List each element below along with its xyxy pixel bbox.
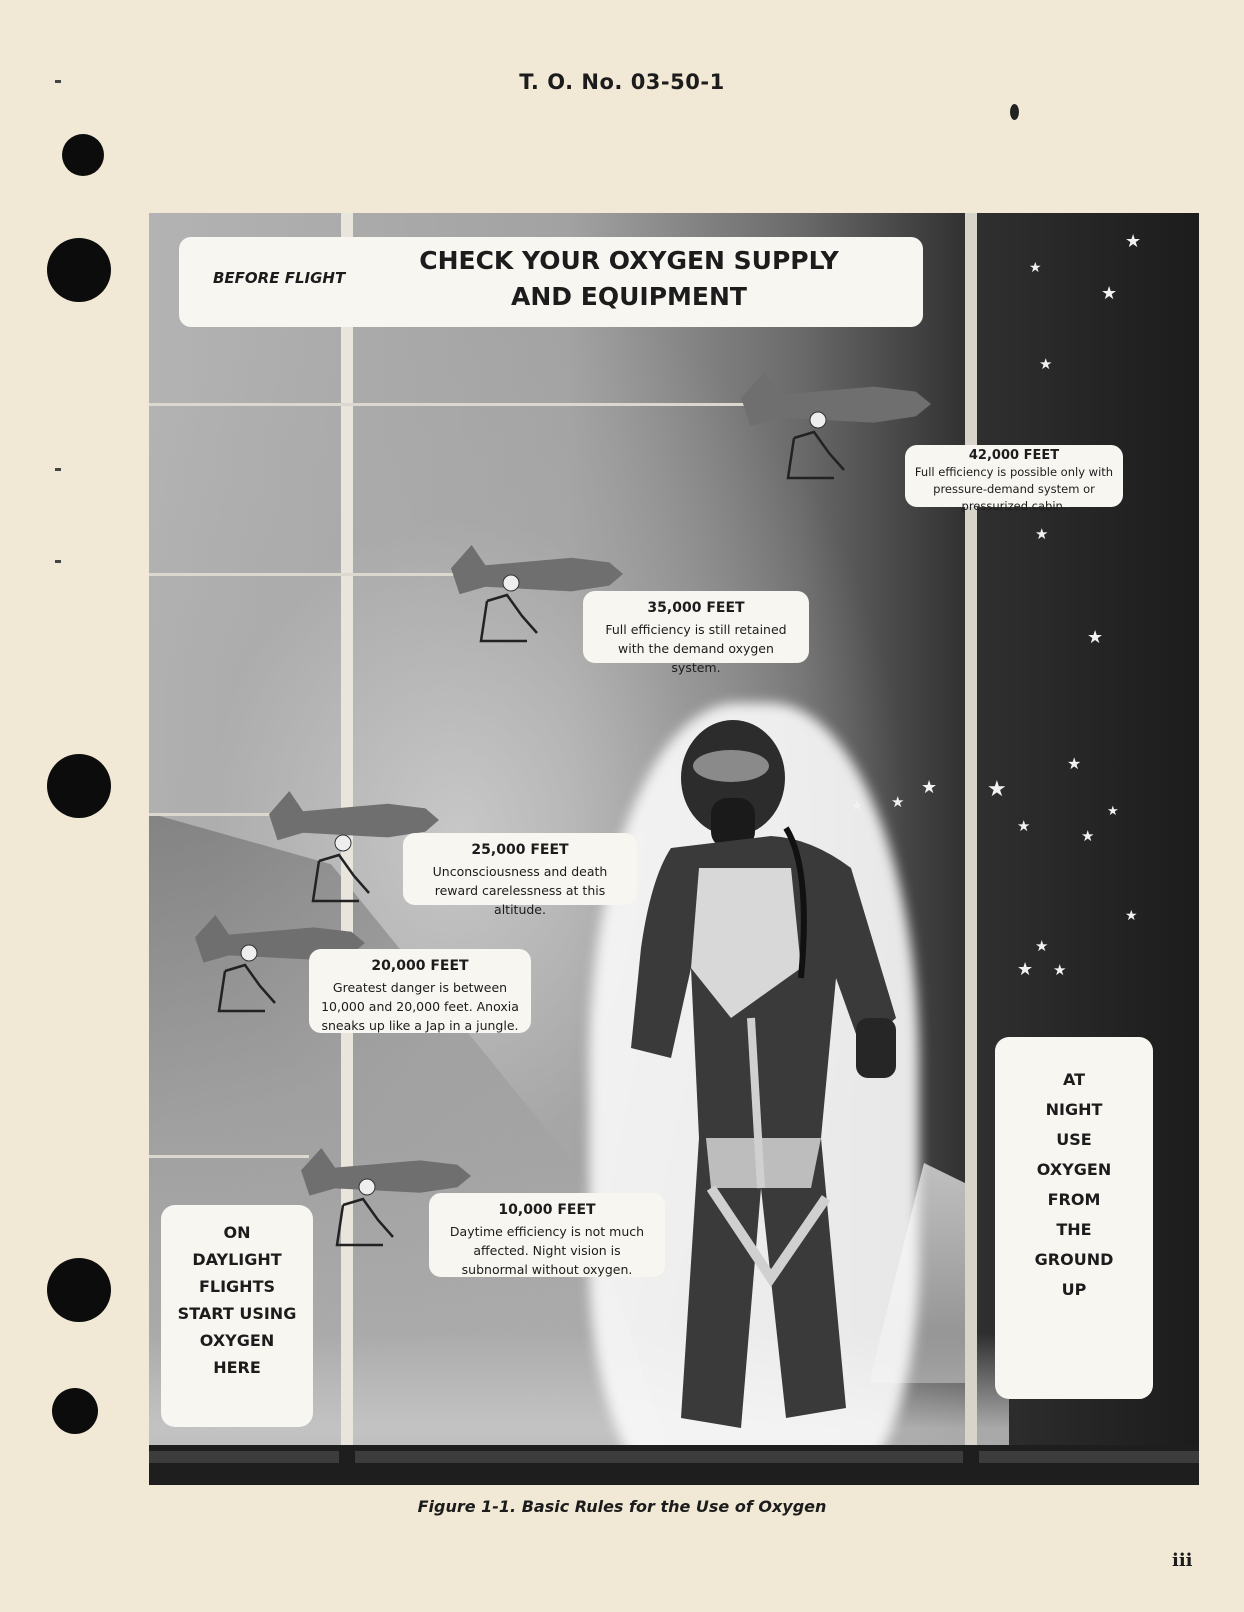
pilot-illustration [631, 720, 896, 1428]
star-icon: ★ [987, 777, 1007, 802]
star-icon: ★ [1107, 804, 1119, 819]
night-box-line: USE [1056, 1130, 1092, 1149]
star-icon: ★ [851, 799, 863, 814]
grid-line-vertical-right [965, 213, 977, 1485]
callout-altitude: 35,000 FEET [647, 600, 745, 616]
night-box-line: OXYGEN [1036, 1160, 1112, 1179]
figure-title-line-2: AND EQUIPMENT [511, 282, 747, 311]
figure-caption: Figure 1-1. Basic Rules for the Use of O… [417, 1497, 827, 1516]
oxygen-figure: ★ ★ ★ ★ ★ ★ ★ ★ ★ ★ ★ ★ ★ ★ ★ ★ ★ ★ BEFO… [149, 213, 1199, 1485]
callout-42000-feet: 42,000 FEET Full efficiency is possible … [905, 445, 1123, 513]
star-icon: ★ [1125, 231, 1142, 252]
callout-10000-feet: 10,000 FEET Daytime efficiency is not mu… [429, 1193, 665, 1277]
callout-35000-feet: 35,000 FEET Full efficiency is still ret… [583, 591, 809, 675]
edge-mark [55, 468, 61, 471]
star-icon: ★ [1035, 937, 1049, 955]
callout-altitude: 42,000 FEET [968, 448, 1060, 463]
grid-line-42000 [149, 403, 789, 406]
callout-altitude: 25,000 FEET [471, 842, 569, 858]
night-box-line: AT [1062, 1070, 1086, 1089]
star-icon: ★ [1125, 908, 1138, 924]
star-icon: ★ [1029, 260, 1042, 276]
grid-line-25000 [149, 813, 299, 816]
day-box-line: FLIGHTS [198, 1277, 276, 1296]
callout-text: Full efficiency is possible only with pr… [914, 465, 1114, 513]
star-icon: ★ [1039, 355, 1053, 373]
night-box-line: FROM [1047, 1190, 1101, 1209]
before-flight-label: BEFORE FLIGHT [213, 269, 346, 287]
star-icon: ★ [1035, 525, 1049, 543]
star-icon: ★ [1087, 627, 1104, 648]
callout-altitude: 10,000 FEET [498, 1202, 596, 1218]
night-box-line: NIGHT [1045, 1100, 1103, 1119]
star-icon: ★ [1017, 959, 1034, 980]
star-icon: ★ [1067, 754, 1082, 773]
callout-text: Full efficiency is still retained with t… [605, 622, 787, 675]
edge-mark [55, 80, 61, 83]
callout-25000-feet: 25,000 FEET Unconsciousness and death re… [403, 833, 637, 917]
seated-pilot-42000 [786, 411, 845, 480]
base-strip-segment [149, 1451, 339, 1463]
figure-title-line-1: CHECK YOUR OXYGEN SUPPLY [419, 246, 839, 275]
star-icon: ★ [921, 777, 938, 798]
ink-speck [1010, 104, 1019, 120]
figure-title: CHECK YOUR OXYGEN SUPPLY AND EQUIPMENT [379, 243, 879, 315]
figure-title-box: BEFORE FLIGHT CHECK YOUR OXYGEN SUPPLY A… [179, 237, 923, 327]
callout-text: Daytime efficiency is not much affected.… [449, 1224, 645, 1277]
binder-hole-5 [52, 1388, 98, 1434]
day-box-line: HERE [213, 1358, 261, 1377]
binder-hole-3 [47, 754, 111, 818]
daylight-flights-box: ON DAYLIGHT FLIGHTS START USING OXYGEN H… [161, 1205, 313, 1427]
grid-line-10000 [149, 1155, 309, 1158]
page-number: iii [1172, 1550, 1193, 1571]
document-number: T. O. No. 03-50-1 [519, 70, 725, 94]
day-box-line: START USING [177, 1304, 297, 1323]
seated-pilot-10000 [335, 1178, 394, 1247]
star-icon: ★ [1017, 817, 1031, 835]
star-icon: ★ [891, 793, 905, 811]
night-box-line: UP [1061, 1280, 1087, 1299]
figure-base-strip [149, 1445, 1199, 1485]
seated-pilot-35000 [479, 574, 538, 643]
binder-hole-4 [47, 1258, 111, 1322]
day-box-line: ON [223, 1223, 251, 1242]
binder-hole-2 [47, 238, 111, 302]
day-box-line: OXYGEN [199, 1331, 275, 1350]
base-strip-segment [979, 1451, 1199, 1463]
callout-altitude: 20,000 FEET [371, 958, 469, 974]
callout-20000-feet: 20,000 FEET Greatest danger is between 1… [309, 949, 531, 1033]
seated-pilot-20000 [217, 944, 276, 1013]
star-icon: ★ [1101, 283, 1118, 304]
base-strip-segment [355, 1451, 963, 1463]
night-box-line: THE [1056, 1220, 1092, 1239]
callout-text: Greatest danger is between 10,000 and 20… [321, 980, 519, 1033]
night-box-line: GROUND [1034, 1250, 1114, 1269]
night-box: AT NIGHT USE OXYGEN FROM THE GROUND UP [995, 1037, 1153, 1399]
grid-line-35000 [149, 573, 469, 576]
day-box-line: DAYLIGHT [192, 1250, 282, 1269]
callout-text: Unconsciousness and death reward careles… [432, 864, 608, 917]
seated-pilot-25000 [311, 834, 370, 903]
edge-mark [55, 560, 61, 563]
star-icon: ★ [1053, 961, 1067, 979]
binder-hole-1 [62, 134, 104, 176]
star-icon: ★ [1081, 827, 1095, 845]
